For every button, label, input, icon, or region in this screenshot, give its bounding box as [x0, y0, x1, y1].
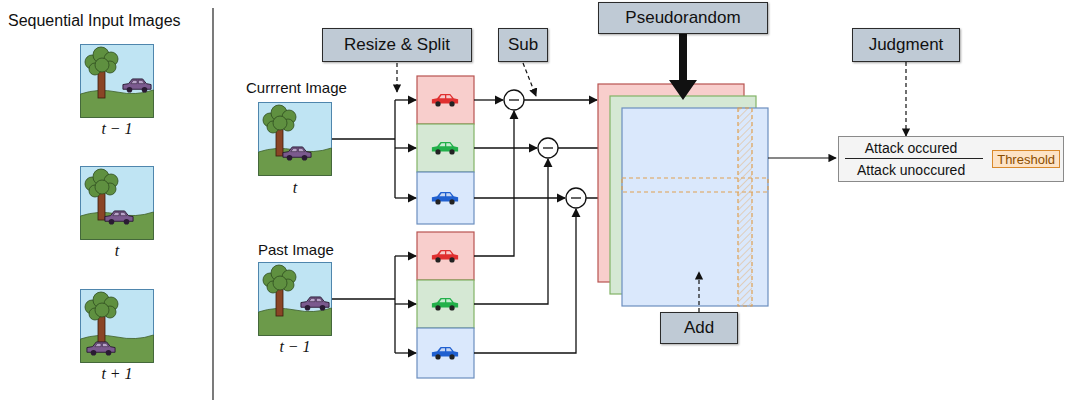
process-box: Add: [660, 312, 738, 344]
divider: [212, 8, 213, 400]
divider-line: [845, 158, 983, 159]
caption-label: Past Image: [258, 241, 334, 258]
subtract-symbols: [504, 90, 586, 208]
dashed-connector: [905, 62, 906, 136]
node-text: Attack occured: [865, 139, 958, 157]
wires: [332, 100, 621, 353]
node-text: Resize & Split: [344, 35, 450, 55]
process-box: Sub: [498, 28, 548, 62]
process-box: Pseudorandom: [598, 2, 768, 34]
threshold-box: Threshold: [992, 150, 1060, 168]
thick-arrow: [669, 34, 697, 100]
node-text: Judgment: [869, 35, 944, 55]
channel-cube: [598, 84, 768, 306]
node-text: Sub: [508, 35, 538, 55]
input-frames: [81, 45, 154, 363]
time-index: t − 1: [279, 338, 310, 356]
time-index: t − 1: [101, 120, 132, 138]
process-box: Resize & Split: [322, 28, 472, 62]
time-index: t: [293, 179, 297, 197]
channel-squares: [417, 76, 474, 378]
caption-label: Sequential Input Images: [8, 12, 181, 30]
time-index: t: [115, 242, 119, 260]
annotation-arrows: [397, 63, 836, 312]
process-box: Judgment: [852, 28, 960, 62]
time-index: t + 1: [101, 365, 132, 383]
node-text: Add: [684, 318, 714, 338]
judgment-panel: Attack occuredAttack unoccured Threshold: [838, 136, 1064, 182]
frame-images: [259, 103, 332, 336]
caption-label: Currrent Image: [246, 79, 347, 96]
node-text: Attack unoccured: [857, 161, 965, 179]
node-text: Threshold: [997, 152, 1055, 167]
node-text: Pseudorandom: [625, 8, 740, 28]
